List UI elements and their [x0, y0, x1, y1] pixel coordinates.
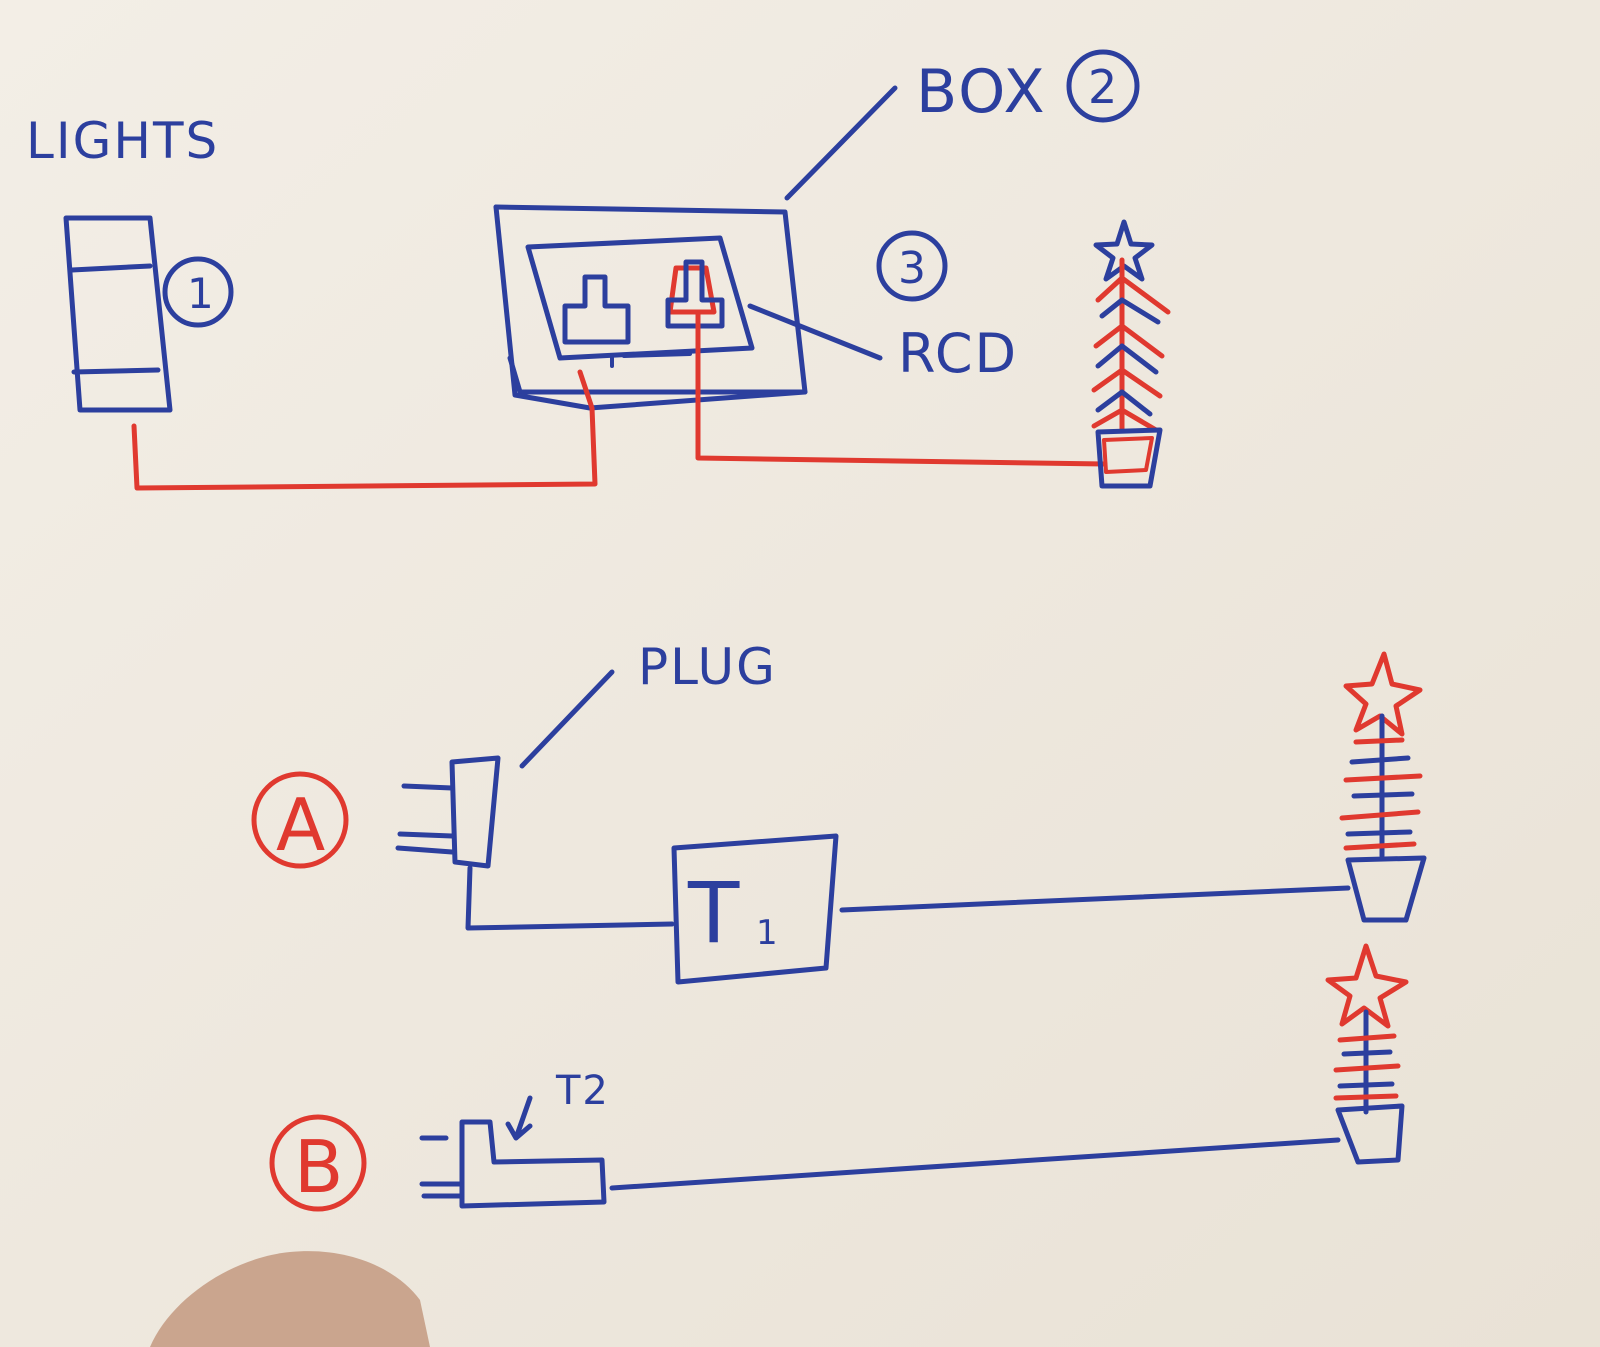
plug-transformer-t2 — [419, 1119, 607, 1209]
box-label: BOX — [916, 57, 1047, 127]
rcd-number: 3 — [898, 243, 928, 294]
plug-leader-line — [519, 669, 615, 769]
transformer-t1-letter: T — [687, 864, 741, 962]
plug-a-to-transformer-wire — [465, 865, 675, 931]
tree-a — [1339, 651, 1427, 923]
transformer-t1: T 1 — [671, 833, 839, 985]
rcd-to-tree-wire — [695, 311, 1108, 467]
rcd-number-badge: 3 — [876, 230, 948, 302]
tree-b — [1325, 943, 1409, 1165]
lights-number-badge: 1 — [162, 256, 234, 328]
lights-number: 1 — [187, 269, 216, 318]
transformer-t2-label: T2 — [555, 1068, 610, 1114]
finger — [150, 1251, 430, 1347]
box-number: 2 — [1088, 60, 1119, 114]
rcd-leader-line — [747, 303, 883, 361]
plug-a — [395, 755, 501, 869]
box-leader-line — [784, 85, 898, 201]
box-number-badge: 2 — [1066, 49, 1140, 123]
top-tree — [1091, 219, 1171, 489]
option-a-label: A — [276, 783, 327, 867]
plug-label: PLUG — [638, 638, 777, 696]
lights-label: LIGHTS — [26, 112, 219, 170]
rcd-label: RCD — [898, 322, 1018, 385]
transformer-t2-arrow — [505, 1095, 533, 1141]
transformer-t1-subscript: 1 — [756, 913, 780, 953]
left-socket — [562, 274, 631, 368]
lights-unit — [63, 215, 173, 413]
plug-b-to-tree-wire — [609, 1137, 1341, 1191]
transformer-to-tree-wire — [839, 885, 1351, 913]
option-a-badge: A — [251, 771, 349, 869]
rcd-socket — [622, 259, 725, 358]
option-b-badge: B — [269, 1114, 367, 1212]
option-b-label: B — [294, 1125, 345, 1209]
lights-to-box-wire — [131, 369, 598, 491]
